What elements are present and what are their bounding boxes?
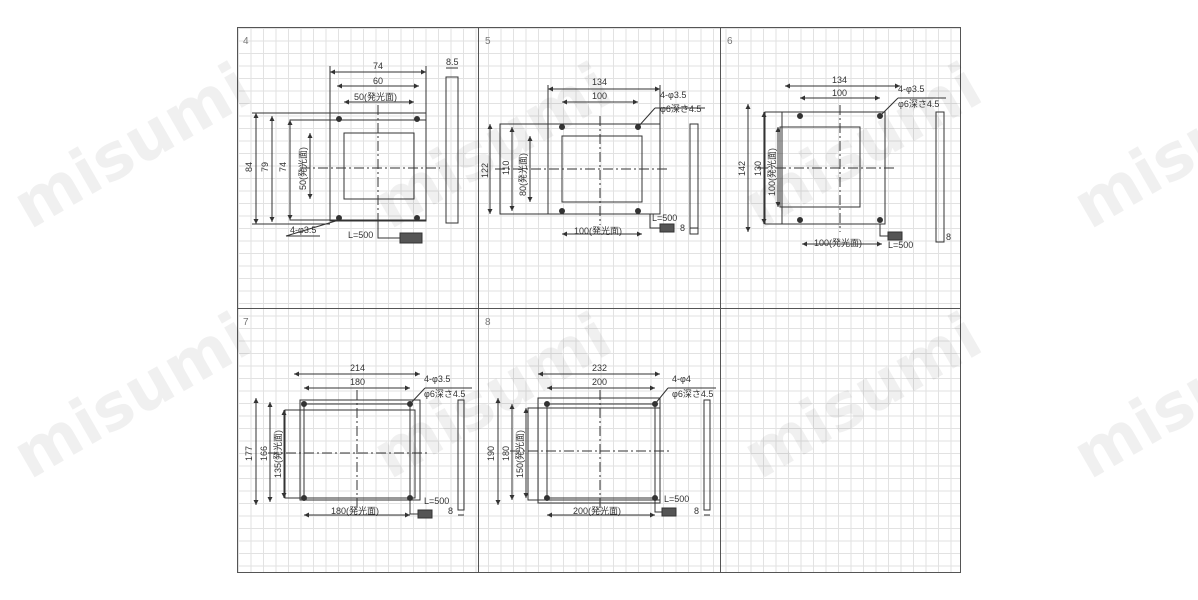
- panel-4: 4 74 60 50(発光: [243, 36, 459, 244]
- cable-label: L=500: [348, 230, 373, 240]
- connector: [417, 509, 433, 519]
- cable-label: L=500: [664, 494, 689, 504]
- dim-h-emit: 135(発光面): [272, 430, 283, 478]
- dim-w-emit: 100(発光面): [574, 225, 622, 236]
- dim-h-total: 122: [480, 163, 490, 178]
- hole-label: 4-φ3.5: [424, 374, 450, 384]
- cable: [409, 500, 418, 515]
- panel-number: 4: [243, 36, 249, 47]
- dim-h-emit: 150(発光面): [514, 430, 525, 478]
- panel-divider-v1: [478, 27, 479, 573]
- side-view: [703, 399, 711, 511]
- connector: [659, 223, 675, 233]
- cable: [879, 224, 888, 237]
- dim-h-mid: 180: [501, 446, 511, 461]
- dim-w-mid: 200: [592, 377, 607, 387]
- dim-w-emit: 200(発光面): [573, 505, 621, 516]
- dim-w-mid: 180: [350, 377, 365, 387]
- hole-label: 4-φ3.5: [290, 225, 316, 235]
- dim-h-mid: 110: [501, 161, 511, 175]
- watermark-text: misumi: [731, 299, 994, 494]
- dim-w-emit: 50(発光面): [354, 91, 397, 102]
- dim-thickness: 8: [448, 506, 453, 516]
- dim-h-emit: 80(発光面): [517, 153, 528, 196]
- hole: [336, 215, 342, 221]
- dim-h-mid: 166: [259, 446, 269, 461]
- hole-label: 4-φ3.5: [898, 84, 924, 94]
- dim-w-mid: 60: [373, 76, 383, 86]
- panel-7: 7 214 180 180(発光面) 177 166 135(発光面) 4-φ3…: [243, 317, 472, 519]
- dim-thickness: 8: [946, 232, 951, 242]
- dim-w-total: 134: [832, 75, 847, 85]
- dim-h-mid: 130: [753, 161, 763, 176]
- hole: [414, 116, 420, 122]
- dim-thickness: 8: [680, 223, 685, 233]
- panel-divider-h: [237, 308, 961, 309]
- dim-w-emit: 100(発光面): [814, 237, 862, 248]
- hole: [414, 215, 420, 221]
- watermark-text: misumi: [731, 49, 994, 244]
- dim-w-mid: 100: [832, 88, 847, 98]
- hole-label: 4-φ4: [672, 374, 691, 384]
- dim-h-total: 84: [244, 162, 254, 172]
- cable-label: L=500: [652, 213, 677, 223]
- watermark-text: misumi: [1, 49, 264, 244]
- dim-h-emit: 50(発光面): [297, 147, 308, 190]
- dim-w-total: 232: [592, 363, 607, 373]
- dim-w-total: 134: [592, 77, 607, 87]
- panel-5: 5 134 100 100(発光面) 122 110 80(発光面) 4-φ3.…: [480, 36, 705, 237]
- dim-h-total: 190: [486, 446, 496, 461]
- cable-label: L=500: [888, 240, 913, 250]
- dim-h-total: 142: [737, 161, 747, 176]
- emitting-area: [343, 132, 415, 200]
- side-view: [689, 123, 699, 235]
- panel-6: 6 134 100 100(発光面) 142 130 100(発光面) 4-φ3…: [727, 36, 951, 250]
- hole-label: 4-φ3.5: [660, 90, 686, 100]
- dim-w-total: 74: [373, 61, 383, 71]
- connector: [887, 231, 903, 241]
- counterbore-label: φ6深さ4.5: [424, 389, 465, 399]
- watermark-text: misumi: [361, 299, 624, 494]
- dim-h-inner: 74: [278, 162, 288, 172]
- cable: [649, 214, 660, 229]
- counterbore-label: φ6深さ4.5: [660, 104, 701, 114]
- panel-8: 8 232 200 200(発光面) 190 180 150(発光面) 4-φ4…: [485, 317, 716, 518]
- dim-w-mid: 100: [592, 91, 607, 101]
- dim-h-total: 177: [244, 446, 254, 461]
- hole: [336, 116, 342, 122]
- connector: [661, 507, 677, 517]
- watermark-text: misumi: [361, 49, 624, 244]
- watermark-text: misumi: [1061, 49, 1198, 244]
- panel-divider-v2: [720, 27, 721, 573]
- side-view: [445, 76, 459, 224]
- mount-outline: [527, 407, 661, 501]
- side-view: [457, 399, 465, 511]
- panel-number: 5: [485, 36, 491, 47]
- panel-number: 6: [727, 36, 733, 47]
- counterbore-label: φ6深さ4.5: [898, 99, 939, 109]
- dim-w-total: 214: [350, 363, 365, 373]
- dim-thickness: 8: [694, 506, 699, 516]
- counterbore-label: φ6深さ4.5: [672, 389, 713, 399]
- panel-number: 7: [243, 317, 249, 328]
- cable: [654, 500, 662, 513]
- cable-label: L=500: [424, 496, 449, 506]
- dim-w-emit: 180(発光面): [331, 505, 379, 516]
- dim-thickness: 8.5: [446, 57, 459, 67]
- dim-h-mid: 79: [260, 162, 270, 172]
- watermark-text: misumi: [1, 299, 264, 494]
- cable: [377, 221, 400, 239]
- panel-number: 8: [485, 317, 491, 328]
- watermark-text: misumi: [1061, 299, 1198, 494]
- dim-h-emit: 100(発光面): [766, 148, 777, 196]
- body-outline: [299, 399, 421, 501]
- connector: [399, 232, 423, 244]
